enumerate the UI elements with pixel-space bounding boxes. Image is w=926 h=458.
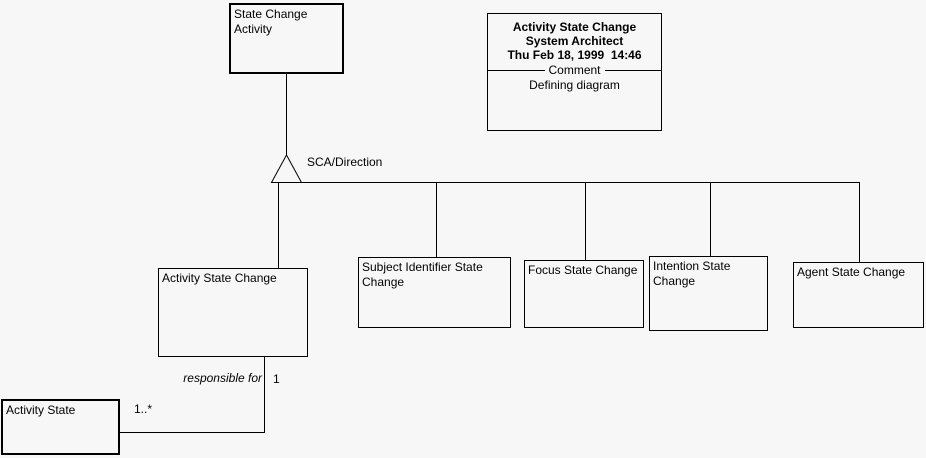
drop-line-activity-state-change bbox=[278, 183, 279, 268]
generalization-bus-line bbox=[271, 182, 860, 183]
class-box-subject-identifier-state-change[interactable]: Subject Identifier State Change bbox=[358, 257, 511, 328]
multiplicity-target: 1..* bbox=[134, 402, 153, 416]
class-label-agent-state-change: Agent State Change bbox=[797, 265, 906, 279]
class-label-subject-identifier-state-change: Subject Identifier State Change bbox=[362, 260, 483, 289]
association-label: responsible for bbox=[183, 371, 262, 385]
divider-line-right bbox=[604, 69, 662, 71]
class-label-activity-state: Activity State bbox=[6, 403, 76, 417]
class-label-intention-state-change: Intention State Change bbox=[653, 259, 731, 288]
comment-box[interactable]: Activity State Change System Architect T… bbox=[487, 13, 662, 131]
comment-timestamp: Thu Feb 18, 1999 14:46 bbox=[507, 48, 642, 62]
drop-line-focus bbox=[585, 183, 586, 260]
association-vertical-line bbox=[264, 357, 265, 432]
class-label-state-change-activity: State Change Activity bbox=[234, 7, 308, 36]
class-box-agent-state-change[interactable]: Agent State Change bbox=[793, 262, 924, 328]
drop-line-intention bbox=[710, 183, 711, 256]
drop-line-agent bbox=[859, 183, 860, 262]
class-box-activity-state[interactable]: Activity State bbox=[1, 399, 120, 455]
comment-divider-label: Comment bbox=[548, 63, 601, 77]
drop-line-subject-identifier bbox=[436, 183, 437, 257]
class-label-focus-state-change: Focus State Change bbox=[528, 263, 638, 277]
comment-body: Defining diagram bbox=[529, 78, 620, 92]
association-horizontal-line bbox=[120, 432, 265, 433]
class-box-activity-state-change[interactable]: Activity State Change bbox=[158, 268, 308, 357]
comment-title: Activity State Change bbox=[512, 20, 637, 34]
generalization-stem-line bbox=[286, 74, 287, 155]
multiplicity-source: 1 bbox=[273, 372, 280, 386]
class-label-activity-state-change: Activity State Change bbox=[162, 271, 277, 285]
class-box-intention-state-change[interactable]: Intention State Change bbox=[649, 256, 768, 331]
class-box-focus-state-change[interactable]: Focus State Change bbox=[524, 260, 644, 328]
comment-divider: Comment bbox=[488, 63, 662, 77]
inheritance-triangle-icon bbox=[270, 154, 303, 183]
class-box-state-change-activity[interactable]: State Change Activity bbox=[229, 3, 344, 74]
comment-subtitle: System Architect bbox=[525, 34, 624, 48]
generalization-label: SCA/Direction bbox=[307, 155, 383, 169]
divider-line-left bbox=[488, 69, 545, 71]
